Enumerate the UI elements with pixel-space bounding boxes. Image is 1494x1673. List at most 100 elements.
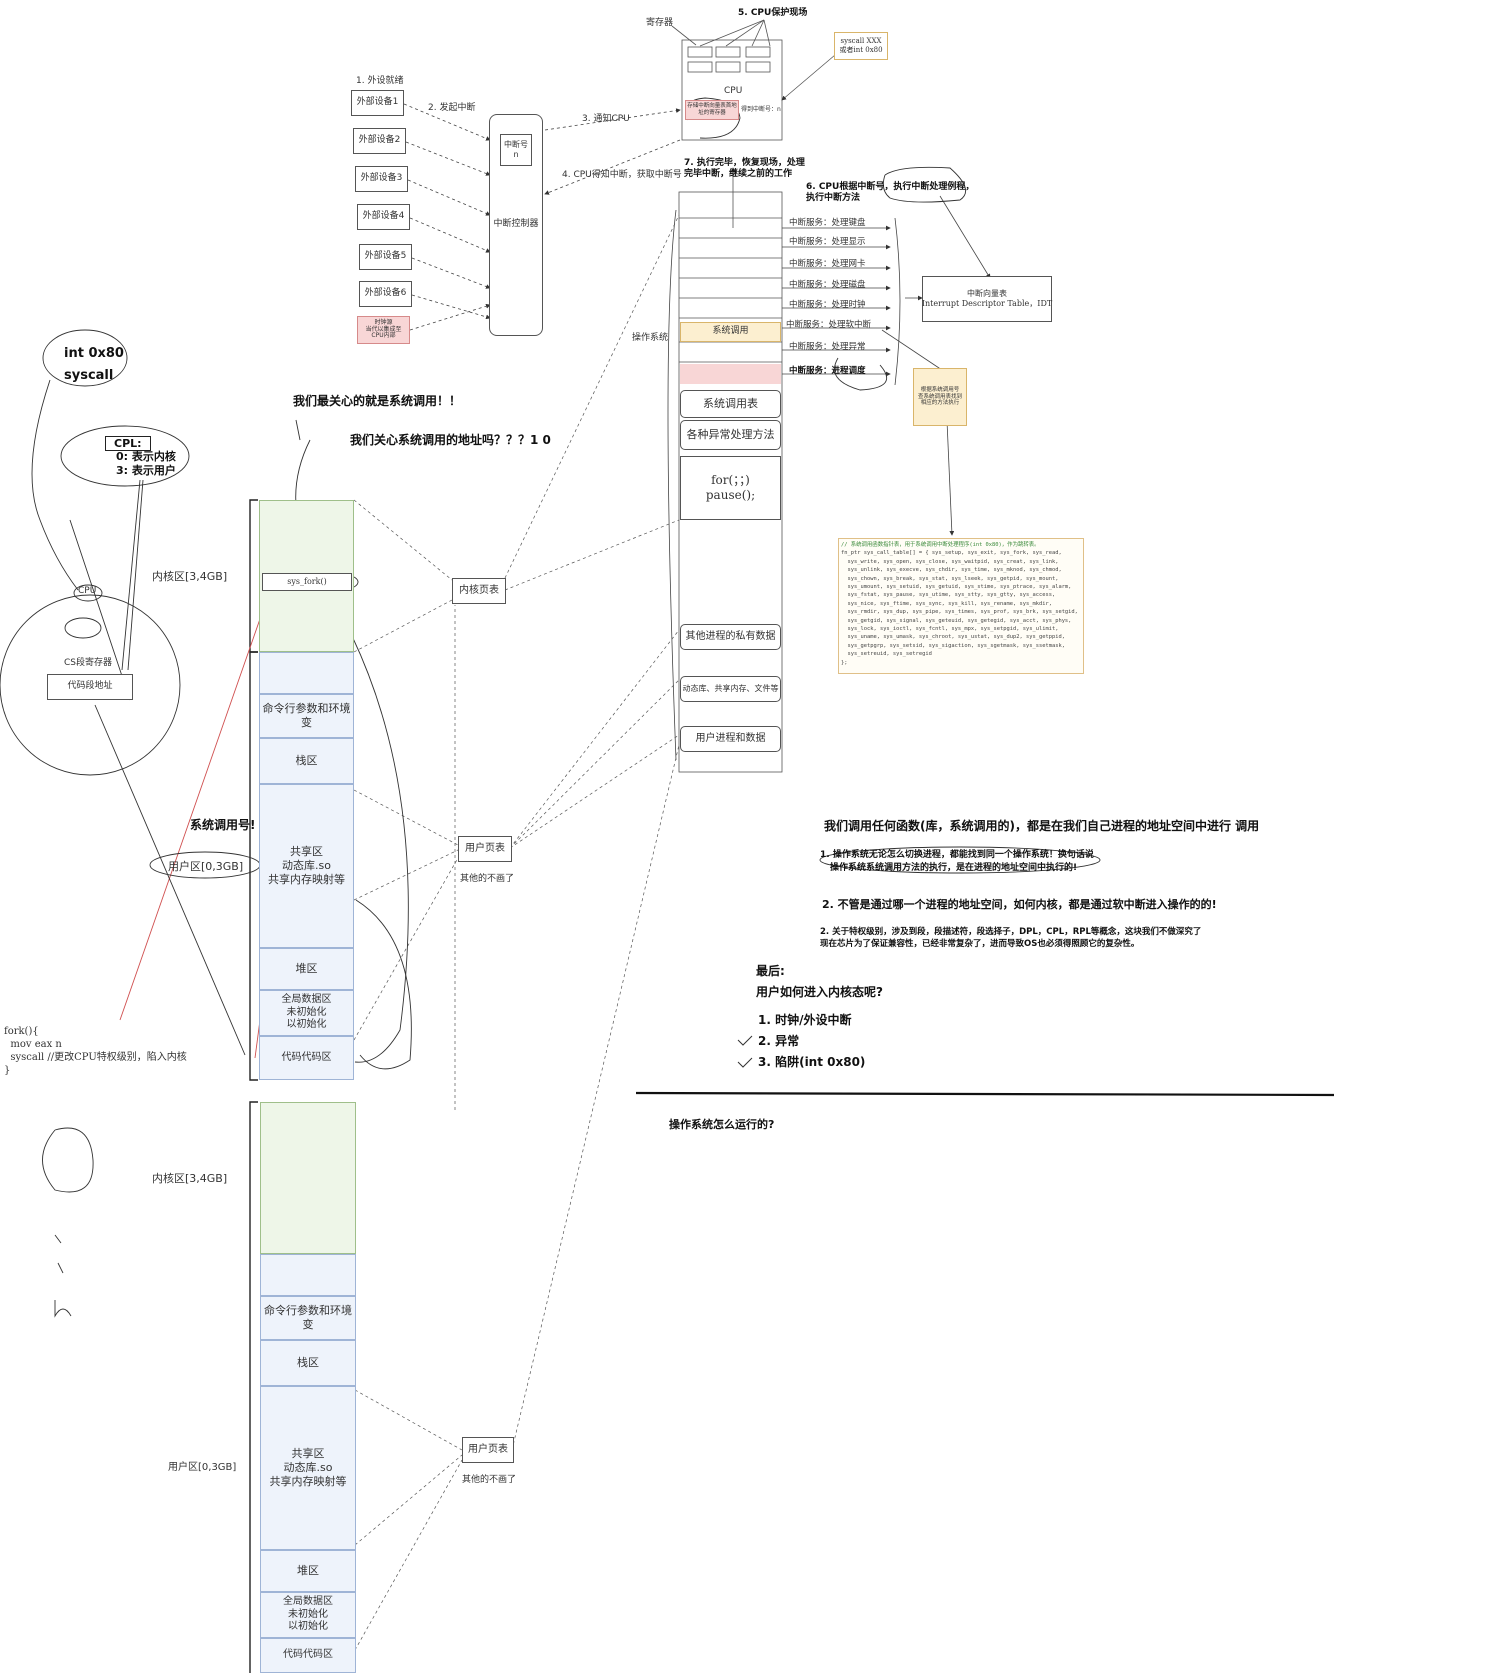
loop-code: for(；；) pause(); — [680, 456, 781, 520]
other-private-data: 其他进程的私有数据 — [680, 624, 781, 650]
yellow-note: 根据系统调用号 查系统调用表找到 相应的方法执行 — [913, 368, 967, 426]
note-3a: 2. 关于特权级别，涉及到段，段描述符，段选择子，DPL，CPL，RPL等概念，… — [820, 927, 1202, 937]
kernel-space-2 — [260, 1102, 356, 1254]
heap-segment-2: 堆区 — [260, 1550, 356, 1592]
cpl-label: CPL: — [105, 436, 151, 452]
last-label: 最后: — [756, 964, 785, 978]
main-note: 我们调用任何函数(库，系统调用的)，都是在我们自己进程的地址空间中进行 调用 — [824, 819, 1260, 833]
scheduling-cell — [680, 364, 781, 384]
headline-1: 我们最关心的就是系统调用！！ — [293, 394, 462, 408]
code-comment: // 系统调用函数指针表，用于系统调用中断处理程序(int 0x80)，作为跳转… — [841, 542, 1040, 548]
code-line-9: sys_lock, sys_ioctl, sys_fcntl, sys_mpx,… — [841, 626, 1059, 633]
syscall-cell: 系统调用 — [680, 322, 781, 342]
cpu-circle-label: CPU — [78, 586, 97, 596]
way-2: 2. 异常 — [758, 1034, 800, 1048]
cmdline-segment-1: 命令行参数和环境变 — [259, 694, 354, 738]
device-3: 外部设备3 — [355, 166, 408, 192]
shared-segment-2: 共享区 动态库.so 共享内存映射等 — [260, 1386, 356, 1550]
code-line-2: sys_unlink, sys_execve, sys_chdir, sys_t… — [841, 567, 1062, 574]
controller-label: 中断控制器 — [493, 219, 539, 230]
cpl-user: 3: 表示用户 — [116, 464, 176, 477]
user-space-top-2 — [260, 1254, 356, 1296]
way-3: 3. 陷阱(int 0x80) — [758, 1055, 866, 1069]
idt-base-register: 存储中断向量表首地址的寄存器 — [685, 100, 739, 120]
service-nic: 中断服务：处理网卡 — [789, 259, 866, 269]
user-space-top-1 — [259, 652, 354, 694]
code-segment-2: 代码代码区 — [260, 1638, 356, 1673]
stack-segment-2: 栈区 — [260, 1340, 356, 1386]
user-page-table-2: 用户页表 — [462, 1437, 514, 1463]
cmdline-segment-2: 命令行参数和环境变 — [260, 1296, 356, 1340]
code-segment-1: 代码代码区 — [259, 1036, 354, 1080]
cpu-label: CPU — [724, 86, 743, 96]
service-clock: 中断服务：处理时钟 — [789, 300, 866, 310]
others-note-1: 其他的不画了 — [460, 874, 515, 884]
int80-label: int 0x80 — [64, 346, 124, 361]
done-restore-label: 7. 执行完毕，恢复现场，处理 完毕中断，继续之前的工作 — [684, 158, 805, 179]
syscall-label: syscall — [64, 368, 114, 383]
os-run-label: 操作系统怎么运行的? — [669, 1118, 775, 1131]
user-process-data: 用户进程和数据 — [680, 726, 781, 752]
device-6: 外部设备6 — [359, 281, 412, 307]
syscall-number-label: 系统调用号! — [190, 818, 256, 832]
raise-interrupt-label: 2. 发起中断 — [428, 103, 476, 113]
timer-device: 时钟源 当代以集成至 CPU内部 — [357, 316, 410, 344]
cpu-int-num: 得到中断号：n — [741, 106, 781, 113]
shared-segment-1: 共享区 动态库.so 共享内存映射等 — [259, 784, 354, 948]
syscall-table: 系统调用表 — [680, 390, 781, 418]
syscall-note: syscall XXX 或者int 0x80 — [834, 32, 888, 60]
note-3b: 现在芯片为了保证兼容性，已经非常复杂了，进而导致OS也必须得照顾它的复杂性。 — [820, 939, 1140, 949]
kernel-area-label-2: 内核区[3,4GB] — [152, 1172, 228, 1185]
cpu-get-num-label: 4. CPU得知中断，获取中断号 — [562, 170, 682, 180]
code-line-12: sys_setreuid, sys_setregid — [841, 651, 932, 658]
sys-fork-box: sys_fork() — [262, 573, 352, 591]
code-line-11: sys_getpgrp, sys_setsid, sys_sigaction, … — [841, 642, 1065, 649]
global-segment-2: 全局数据区 未初始化 以初始化 — [260, 1592, 356, 1638]
note-2: 2. 不管是通过哪一个进程的地址空间，如何内核，都是通过软中断进入操作的的! — [822, 898, 1217, 911]
syscall-table-code: // 系统调用函数指针表，用于系统调用中断处理程序(int 0x80)，作为跳转… — [838, 538, 1084, 674]
notify-cpu-label: 3. 通知CPU — [582, 114, 630, 124]
code-line-0: fn_ptr sys_call_table[] = { sys_setup, s… — [841, 550, 1062, 557]
code-line-13: }; — [841, 659, 848, 666]
kernel-area-label-1: 内核区[3,4GB] — [152, 570, 228, 583]
code-line-5: sys_fstat, sys_pause, sys_utime, sys_stt… — [841, 592, 1056, 599]
service-scheduling: 中断服务：进程调度 — [789, 366, 866, 376]
shared-lib: 动态库、共享内存、文件等 — [680, 676, 781, 702]
interrupt-controller: 中断控制器 — [489, 114, 543, 336]
heap-segment-1: 堆区 — [259, 948, 354, 990]
note-1a: 1. 操作系统无论怎么切换进程，都能找到同一个操作系统！换句话说 — [820, 850, 1094, 860]
headline-2: 我们关心系统调用的地址吗？？？1 0 — [350, 433, 551, 447]
device-1: 外部设备1 — [351, 90, 404, 116]
service-display: 中断服务：处理显示 — [789, 237, 866, 247]
code-line-7: sys_rmdir, sys_dup, sys_pipe, sys_times,… — [841, 609, 1078, 616]
user-area-label-2: 用户区[0,3GB] — [168, 1462, 237, 1473]
exception-methods: 各种异常处理方法 — [680, 420, 781, 450]
kernel-page-table: 内核页表 — [452, 578, 506, 604]
code-line-8: sys_getgid, sys_signal, sys_geteuid, sys… — [841, 617, 1072, 624]
code-line-1: sys_write, sys_open, sys_close, sys_wait… — [841, 558, 1059, 565]
device-4: 外部设备4 — [357, 204, 410, 230]
stack-segment-1: 栈区 — [259, 738, 354, 784]
user-page-table-1: 用户页表 — [458, 836, 512, 862]
fork-code: fork(){ mov eax n syscall //更改CPU特权级别，陷入… — [4, 1026, 187, 1076]
peripheral-ready-label: 1. 外设就绪 — [356, 76, 404, 86]
user-area-label-1: 用户区[0,3GB] — [168, 860, 244, 873]
code-line-4: sys_umount, sys_setuid, sys_getuid, sys_… — [841, 584, 1072, 591]
note-1b: 操作系统系统调用方法的执行，是在进程的地址空间中执行的! — [830, 863, 1078, 873]
os-label: 操作系统 — [632, 333, 669, 343]
cpu-protect-label: 5. CPU保护现场 — [738, 8, 808, 18]
service-softint: 中断服务：处理软中断 — [786, 320, 872, 330]
code-line-3: sys_chown, sys_break, sys_stat, sys_lsee… — [841, 575, 1059, 582]
others-note-2: 其他的不画了 — [462, 1475, 517, 1485]
device-2: 外部设备2 — [353, 128, 406, 154]
way-1: 1. 时钟/外设中断 — [758, 1013, 852, 1027]
int-num-box: 中断号 n — [500, 134, 532, 166]
cpl-kernel: 0: 表示内核 — [116, 450, 176, 463]
device-5: 外部设备5 — [359, 244, 412, 270]
code-line-6: sys_nice, sys_ftime, sys_sync, sys_kill,… — [841, 600, 1052, 607]
cpu-by-num-label: 6. CPU根据中断号，执行中断处理例程， 执行中断方法 — [806, 182, 975, 203]
service-keyboard: 中断服务：处理键盘 — [789, 218, 866, 228]
registers-label: 寄存器 — [646, 18, 674, 28]
global-segment-1: 全局数据区 未初始化 以初始化 — [259, 990, 354, 1036]
